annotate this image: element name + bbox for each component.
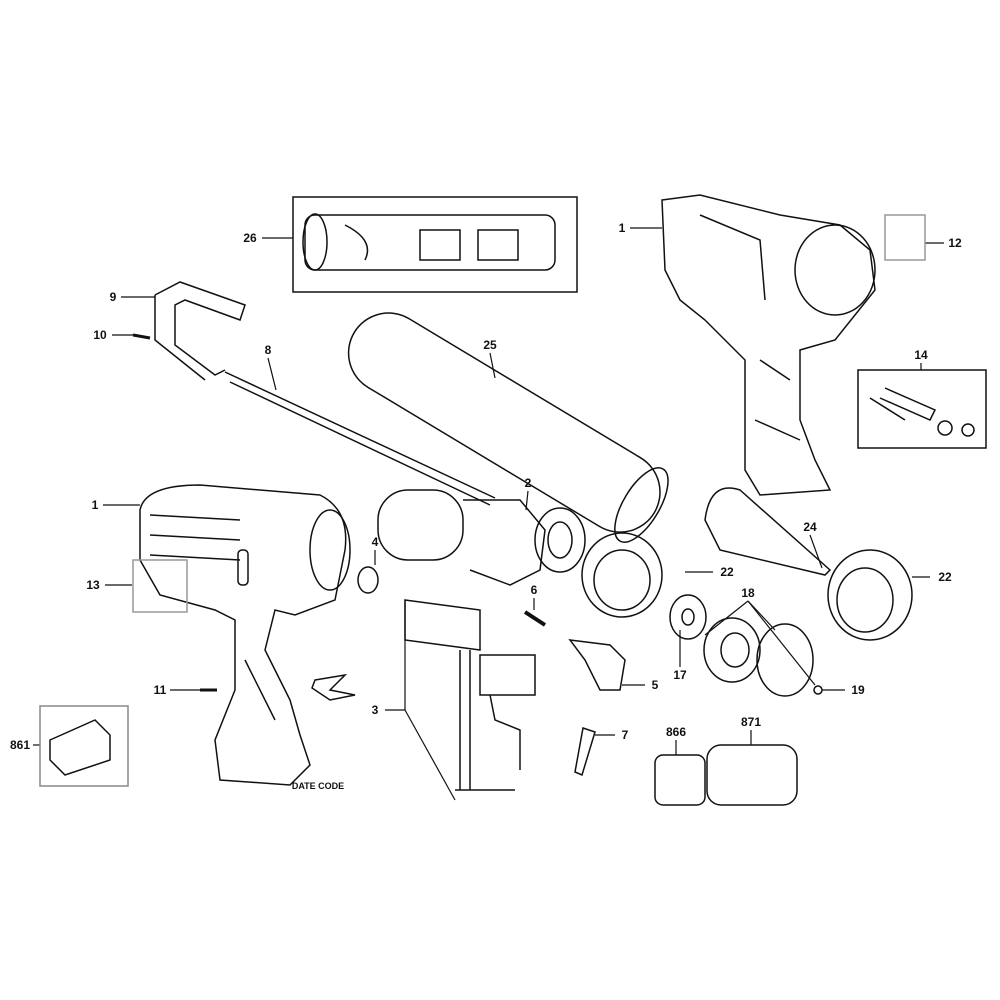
callout-861: 861 xyxy=(9,738,31,752)
part-22-nut-mid xyxy=(581,532,663,618)
callout-2: 2 xyxy=(524,476,532,490)
callout-3: 3 xyxy=(371,703,379,717)
callout-1-left: 1 xyxy=(91,498,99,512)
callout-9: 9 xyxy=(109,290,117,304)
part-1-gun-body xyxy=(139,484,351,786)
callout-12: 12 xyxy=(948,236,962,250)
callout-6: 6 xyxy=(530,583,538,597)
part-17-piston xyxy=(669,594,707,640)
callout-5: 5 xyxy=(651,678,659,692)
part-5-trigger xyxy=(568,639,626,691)
callout-22-right: 22 xyxy=(938,570,952,584)
date-code-label: DATE CODE xyxy=(291,781,345,791)
part-13-label xyxy=(132,559,188,613)
part-12-label xyxy=(884,214,926,261)
callout-10: 10 xyxy=(93,328,107,342)
part-8-rod xyxy=(224,371,496,506)
part-10-screw xyxy=(132,333,151,340)
callout-871: 871 xyxy=(740,715,762,729)
part-7-lever xyxy=(574,727,596,777)
callout-8: 8 xyxy=(264,343,272,357)
part-3-switch-wiring xyxy=(404,599,536,791)
part-871-charger xyxy=(706,744,798,806)
part-1-housing-half xyxy=(661,194,876,496)
part-c-clip xyxy=(311,673,356,701)
part-22-nut-right xyxy=(827,549,913,641)
part-19-pin xyxy=(813,685,823,695)
callout-4: 4 xyxy=(371,535,379,549)
part-25-tube xyxy=(347,312,669,543)
callout-866: 866 xyxy=(665,725,687,739)
callout-22-mid: 22 xyxy=(720,565,734,579)
callout-11: 11 xyxy=(153,683,167,697)
callout-17: 17 xyxy=(673,668,687,682)
callout-26: 26 xyxy=(243,231,257,245)
part-861-case xyxy=(39,705,129,787)
part-9-hook xyxy=(154,281,246,381)
part-2-motor-gearbox xyxy=(377,489,586,586)
callout-18: 18 xyxy=(741,586,755,600)
callout-14: 14 xyxy=(914,348,928,362)
leader-lines xyxy=(33,227,944,801)
part-4-gear xyxy=(357,566,379,594)
callout-19: 19 xyxy=(851,683,865,697)
part-6-spring xyxy=(523,610,547,627)
callout-24: 24 xyxy=(803,520,817,534)
part-24-nozzle xyxy=(704,487,832,576)
part-14-kit-inset xyxy=(857,369,987,449)
part-866-battery xyxy=(654,754,706,806)
callout-13: 13 xyxy=(86,578,100,592)
part-26-cartridge-holder xyxy=(292,196,578,293)
callout-1-top: 1 xyxy=(618,221,626,235)
part-18-seals xyxy=(703,617,814,697)
callout-25: 25 xyxy=(483,338,497,352)
callout-7: 7 xyxy=(621,728,629,742)
